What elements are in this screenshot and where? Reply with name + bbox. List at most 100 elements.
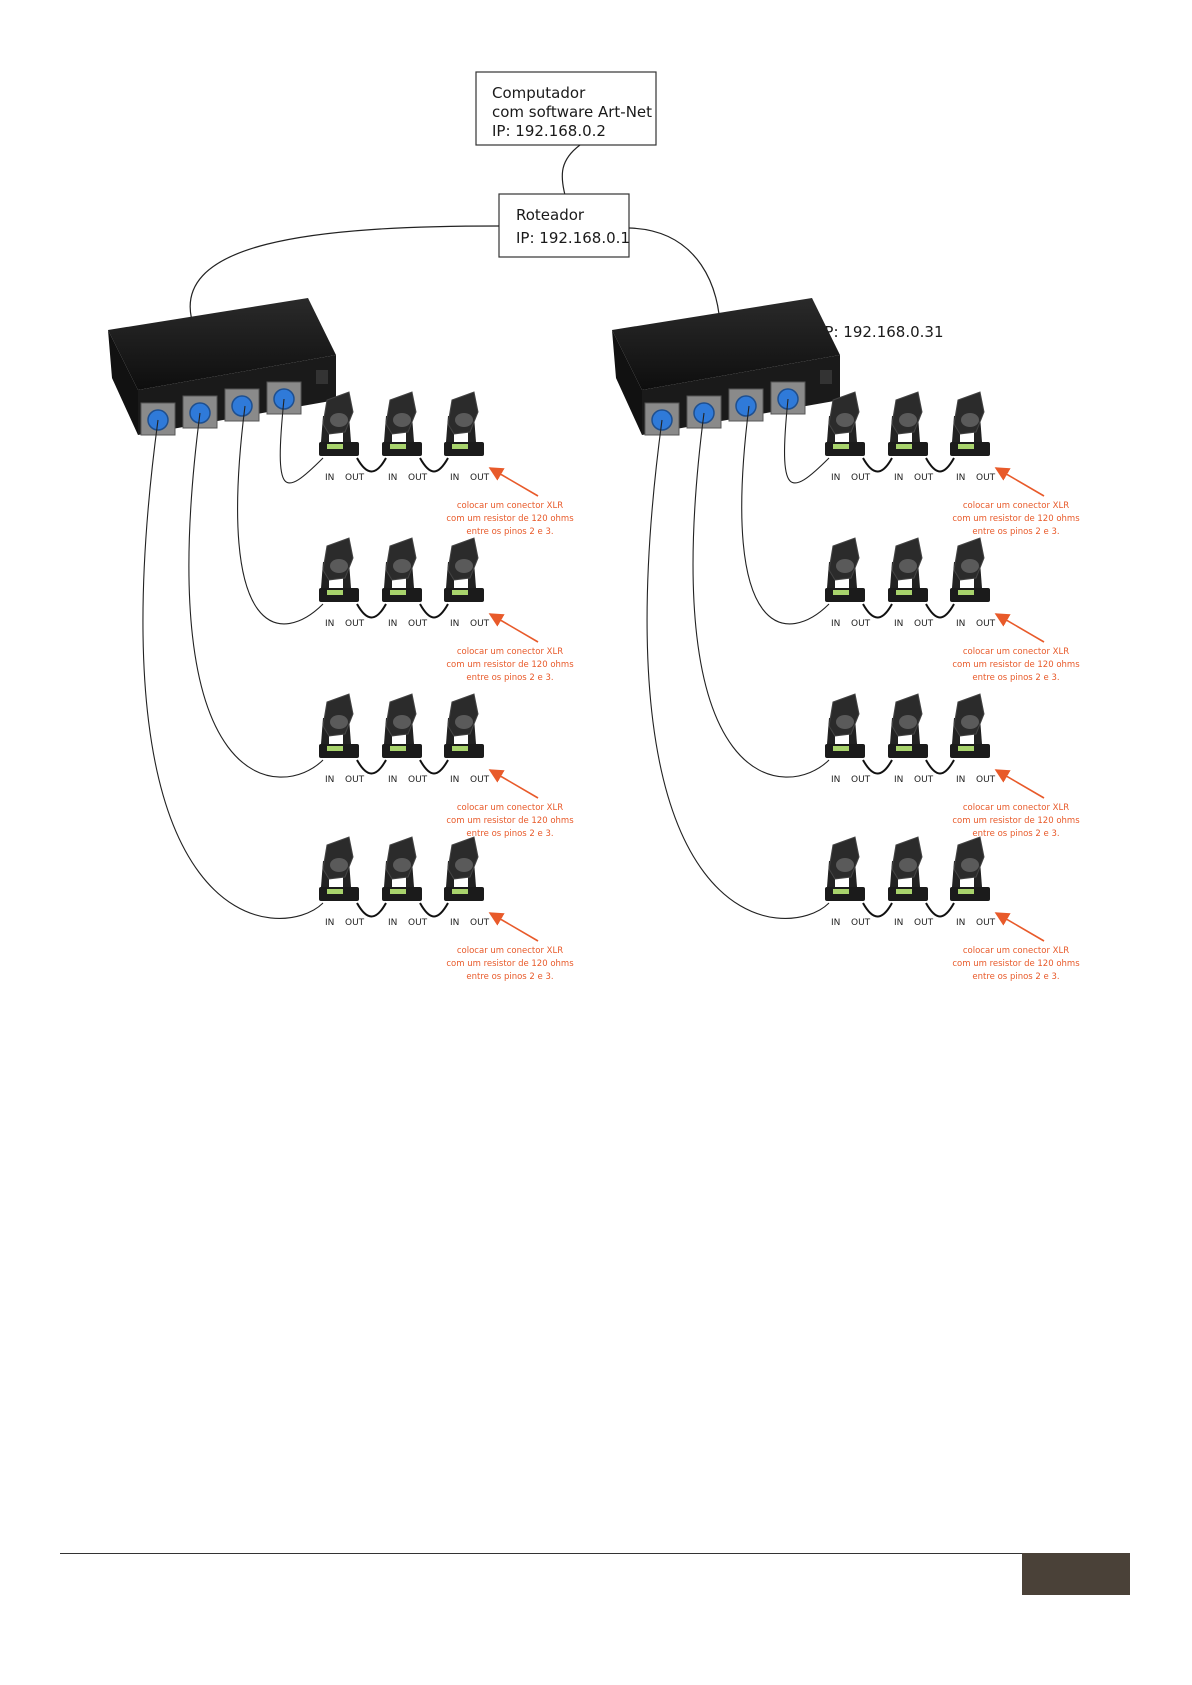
port-label-out: OUT	[851, 775, 871, 785]
node-side	[612, 330, 642, 435]
terminator-note-line: entre os pinos 2 e 3.	[466, 673, 553, 683]
terminator-note-line: entre os pinos 2 e 3.	[466, 527, 553, 537]
fixture-lens	[393, 715, 411, 729]
dmx-link-cable	[925, 603, 955, 619]
port-label-in: IN	[450, 775, 459, 785]
dmx-feed-cable	[142, 419, 324, 920]
fixture-lens	[836, 413, 854, 427]
port-label-in: IN	[956, 775, 965, 785]
port-label-out: OUT	[851, 918, 871, 928]
fixture-chain-row: IN OUT IN OUT IN OUT colocar um conector XLR co…	[692, 412, 1080, 839]
port-label-out: OUT	[408, 775, 428, 785]
port-label-in: IN	[450, 619, 459, 629]
fixture-lens	[836, 715, 854, 729]
port-label-in: IN	[894, 473, 903, 483]
terminator-note-line: com um resistor de 120 ohms	[446, 660, 574, 670]
computer-box: Computador com software Art-Net IP: 192.…	[475, 71, 657, 146]
terminator-arrow	[488, 613, 539, 643]
fixture-lens	[961, 858, 979, 872]
port-label-in: IN	[325, 473, 334, 483]
port-label-out: OUT	[914, 775, 934, 785]
router-line-2: IP: 192.168.0.1	[516, 229, 630, 247]
terminator-note-line: colocar um conector XLR	[963, 803, 1069, 813]
terminator-arrow	[994, 912, 1045, 942]
fixture-lens	[899, 413, 917, 427]
port-label-out: OUT	[976, 473, 996, 483]
terminator-note-line: com um resistor de 120 ohms	[952, 514, 1080, 524]
terminator-note-line: com um resistor de 120 ohms	[952, 959, 1080, 969]
fixture-lens	[961, 715, 979, 729]
port-label-out: OUT	[976, 918, 996, 928]
fixture-lens	[455, 559, 473, 573]
port-label-out: OUT	[408, 918, 428, 928]
dmx-link-cable	[925, 902, 955, 918]
port-label-out: OUT	[345, 775, 365, 785]
dmx-link-cable	[356, 759, 387, 775]
port-label-out: OUT	[851, 473, 871, 483]
terminator-note-line: com um resistor de 120 ohms	[952, 816, 1080, 826]
terminator-note-line: entre os pinos 2 e 3.	[972, 673, 1059, 683]
fixture-display	[327, 889, 343, 894]
port-label-in: IN	[956, 473, 965, 483]
power-switch	[820, 370, 832, 384]
fixture-display	[958, 590, 974, 595]
fixture-lens	[393, 858, 411, 872]
port-label-out: OUT	[345, 473, 365, 483]
fixture-display	[452, 590, 468, 595]
router-line-1: Roteador	[516, 206, 585, 224]
fixture-lens	[836, 858, 854, 872]
fixture-lens	[836, 559, 854, 573]
artnet-node-left	[108, 298, 336, 436]
fixture-lens	[330, 858, 348, 872]
router-box: Roteador IP: 192.168.0.1	[498, 193, 630, 258]
fixture-lens	[961, 559, 979, 573]
fixture-display	[896, 746, 912, 751]
fixture-display	[958, 444, 974, 449]
dmx-link-cable	[419, 759, 449, 775]
terminator-note-line: colocar um conector XLR	[963, 501, 1069, 511]
dmx-feed-cable	[646, 419, 830, 920]
terminator-arrow	[488, 912, 539, 942]
port-label-out: OUT	[470, 473, 490, 483]
dmx-feed-cable	[692, 412, 830, 778]
fixture-lens	[455, 413, 473, 427]
terminator-note-line: com um resistor de 120 ohms	[446, 816, 574, 826]
terminator-note-line: entre os pinos 2 e 3.	[466, 972, 553, 982]
fixture-display	[327, 590, 343, 595]
page-number-tab	[1022, 1553, 1130, 1595]
terminator-arrow	[488, 467, 539, 497]
dmx-link-cable	[925, 457, 955, 473]
fixture-display	[833, 746, 849, 751]
terminator-note-line: colocar um conector XLR	[963, 647, 1069, 657]
port-label-out: OUT	[914, 473, 934, 483]
dmx-link-cable	[356, 603, 387, 619]
port-label-out: OUT	[470, 775, 490, 785]
port-label-in: IN	[831, 918, 840, 928]
dmx-link-cable	[862, 603, 893, 619]
port-label-out: OUT	[345, 918, 365, 928]
dmx-feed-cable	[783, 398, 830, 484]
terminator-note-line: entre os pinos 2 e 3.	[972, 972, 1059, 982]
xlr-port-icon	[735, 395, 757, 417]
dmx-link-cable	[419, 457, 449, 473]
port-label-in: IN	[388, 473, 397, 483]
port-label-in: IN	[325, 775, 334, 785]
dmx-link-cable	[419, 603, 449, 619]
port-label-in: IN	[388, 775, 397, 785]
fixture-lens	[455, 858, 473, 872]
fixture-display	[833, 590, 849, 595]
dmx-link-cable	[862, 457, 893, 473]
computer-line-3: IP: 192.168.0.2	[492, 122, 606, 140]
port-label-in: IN	[956, 918, 965, 928]
terminator-arrow	[994, 467, 1045, 497]
cable-router-left-node	[189, 225, 500, 331]
node-top	[108, 298, 336, 390]
dmx-feed-cable	[279, 398, 324, 484]
fixture-lens	[899, 715, 917, 729]
port-label-out: OUT	[470, 619, 490, 629]
port-label-out: OUT	[408, 619, 428, 629]
terminator-arrow	[994, 769, 1045, 799]
port-label-out: OUT	[914, 918, 934, 928]
